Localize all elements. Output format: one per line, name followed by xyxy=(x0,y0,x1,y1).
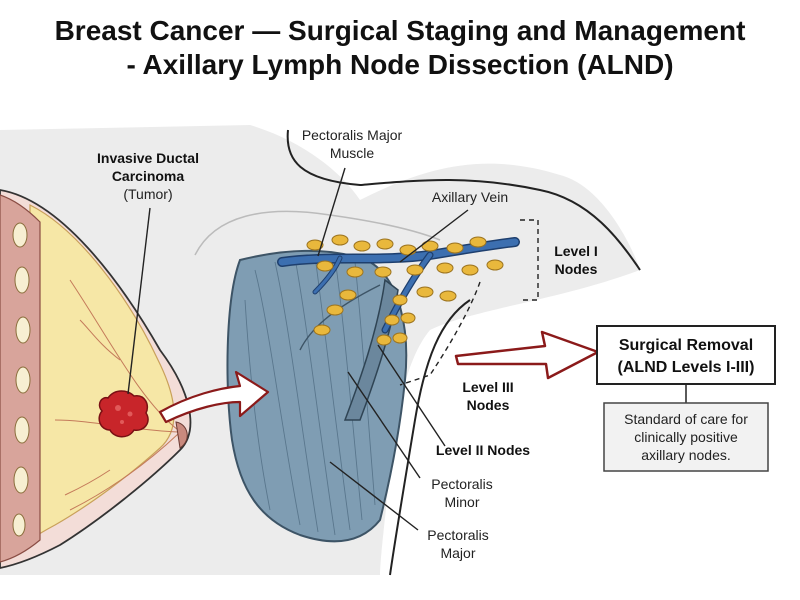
surgical-removal-box xyxy=(596,325,776,385)
tumor-label-3: (Tumor) xyxy=(123,186,172,202)
pec-minor-leader xyxy=(347,371,421,479)
standard-of-care-box xyxy=(603,402,769,472)
level1-label-2: Nodes xyxy=(555,261,598,277)
level1-label-1: Level I xyxy=(554,243,598,259)
level2-leader xyxy=(377,344,446,447)
page-title: Breast Cancer — Surgical Staging and Man… xyxy=(0,14,800,82)
pec-major-muscle-leader xyxy=(317,167,346,257)
level2-label: Level II Nodes xyxy=(436,442,530,458)
nipple xyxy=(175,421,188,449)
note-line-1: Standard of care for xyxy=(624,411,748,427)
tumor-texture xyxy=(115,405,133,424)
axillary-vein-leader xyxy=(399,209,469,263)
pec-minor-label-1: Pectoralis xyxy=(431,476,492,492)
muscle-edge xyxy=(299,284,381,351)
pec-major-label-2: Major xyxy=(440,545,475,561)
pec-major-label-1: Pectoralis xyxy=(427,527,488,543)
surgical-removal-line-2: (ALND Levels I-III) xyxy=(618,359,755,376)
title-line-2: - Axillary Lymph Node Dissection (ALND) xyxy=(126,49,674,80)
tumor-mass xyxy=(98,390,149,438)
pec-major-leader xyxy=(329,461,419,531)
lymph-nodes xyxy=(306,234,504,346)
shoulder-outline xyxy=(286,129,641,271)
note-line-2: clinically positive xyxy=(634,429,738,445)
ribs xyxy=(12,222,31,537)
arm-outline xyxy=(389,299,471,576)
pec-minor-label-2: Minor xyxy=(444,494,479,510)
surgical-removal-line-1: Surgical Removal xyxy=(619,337,753,354)
level1-bracket xyxy=(520,219,539,301)
tumor-label-1: Invasive Ductal xyxy=(97,150,199,166)
axillary-vein-label: Axillary Vein xyxy=(432,189,508,205)
pec-major-muscle-label-1: Pectoralis Major xyxy=(302,127,403,143)
level3-label-1: Level III xyxy=(462,379,513,395)
to-surgical-removal-arrow xyxy=(454,330,600,380)
note-line-3: axillary nodes. xyxy=(641,447,731,463)
chest-outline xyxy=(194,210,441,256)
tumor-label-2: Carcinoma xyxy=(112,168,185,184)
level3-bracket xyxy=(399,281,481,386)
level3-label-2: Nodes xyxy=(467,397,510,413)
pec-major-muscle-label-2: Muscle xyxy=(330,145,375,161)
breast-to-axilla-arrow xyxy=(158,370,270,424)
title-line-1: Breast Cancer — Surgical Staging and Man… xyxy=(54,15,746,46)
breast-tissue xyxy=(29,204,175,542)
tumor-leader xyxy=(127,207,151,395)
